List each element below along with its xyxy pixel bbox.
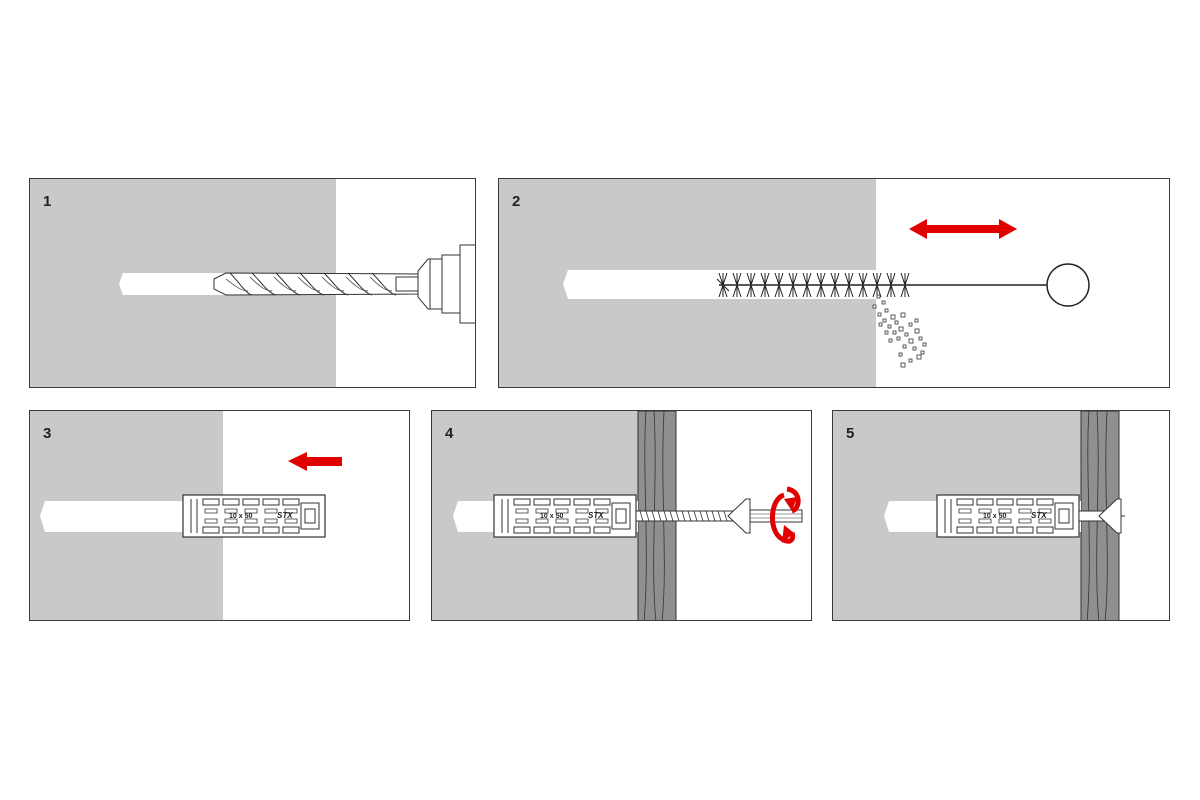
step-5-panel: 10 x 50 STX 5 bbox=[832, 410, 1170, 621]
step-4-panel: 10 x 50 STX 4 bbox=[431, 410, 812, 621]
dowel-brand-label: STX bbox=[277, 511, 293, 520]
drill-hole bbox=[40, 501, 223, 532]
step-number: 1 bbox=[43, 193, 52, 210]
drill-hole bbox=[119, 273, 240, 295]
step-number: 4 bbox=[445, 425, 454, 442]
rotate-arrow-head-icon bbox=[784, 497, 797, 511]
dowel-size-label: 10 x 50 bbox=[540, 513, 563, 520]
double-arrow-icon bbox=[909, 219, 1017, 239]
screw-head bbox=[1078, 498, 1125, 534]
dowel-brand-label: STX bbox=[588, 511, 604, 520]
wall-plug: 10 x 50 STX bbox=[936, 494, 1080, 538]
dowel-size-label: 10 x 50 bbox=[229, 513, 252, 520]
drill-bit bbox=[213, 272, 421, 296]
rotate-arrow-head-icon bbox=[782, 525, 794, 543]
dust-particles bbox=[872, 294, 927, 368]
step-number: 3 bbox=[43, 425, 52, 442]
cleaning-brush bbox=[716, 263, 1090, 307]
step-3-illustration: 10 x 50 STX bbox=[30, 411, 342, 620]
wall-plug: 10 x 50 STX bbox=[493, 494, 637, 538]
step-5-illustration: 10 x 50 STX bbox=[833, 411, 1125, 620]
left-arrow-icon bbox=[288, 452, 342, 471]
step-4-illustration: 10 x 50 STX bbox=[432, 411, 803, 620]
step-2-panel: 2 bbox=[498, 178, 1170, 388]
step-number: 2 bbox=[512, 193, 521, 210]
dowel-size-label: 10 x 50 bbox=[983, 513, 1006, 520]
step-2-illustration bbox=[499, 179, 1090, 387]
wall-plug: 10 x 50 STX bbox=[182, 494, 326, 538]
dowel-brand-label: STX bbox=[1031, 511, 1047, 520]
drill-chuck bbox=[417, 244, 475, 324]
rotate-arrow-icon bbox=[770, 486, 801, 544]
step-3-panel: 10 x 50 STX 3 bbox=[29, 410, 410, 621]
screw bbox=[635, 498, 803, 534]
step-1-panel: 1 bbox=[29, 178, 476, 388]
step-number: 5 bbox=[846, 425, 855, 442]
step-1-illustration bbox=[30, 179, 475, 387]
